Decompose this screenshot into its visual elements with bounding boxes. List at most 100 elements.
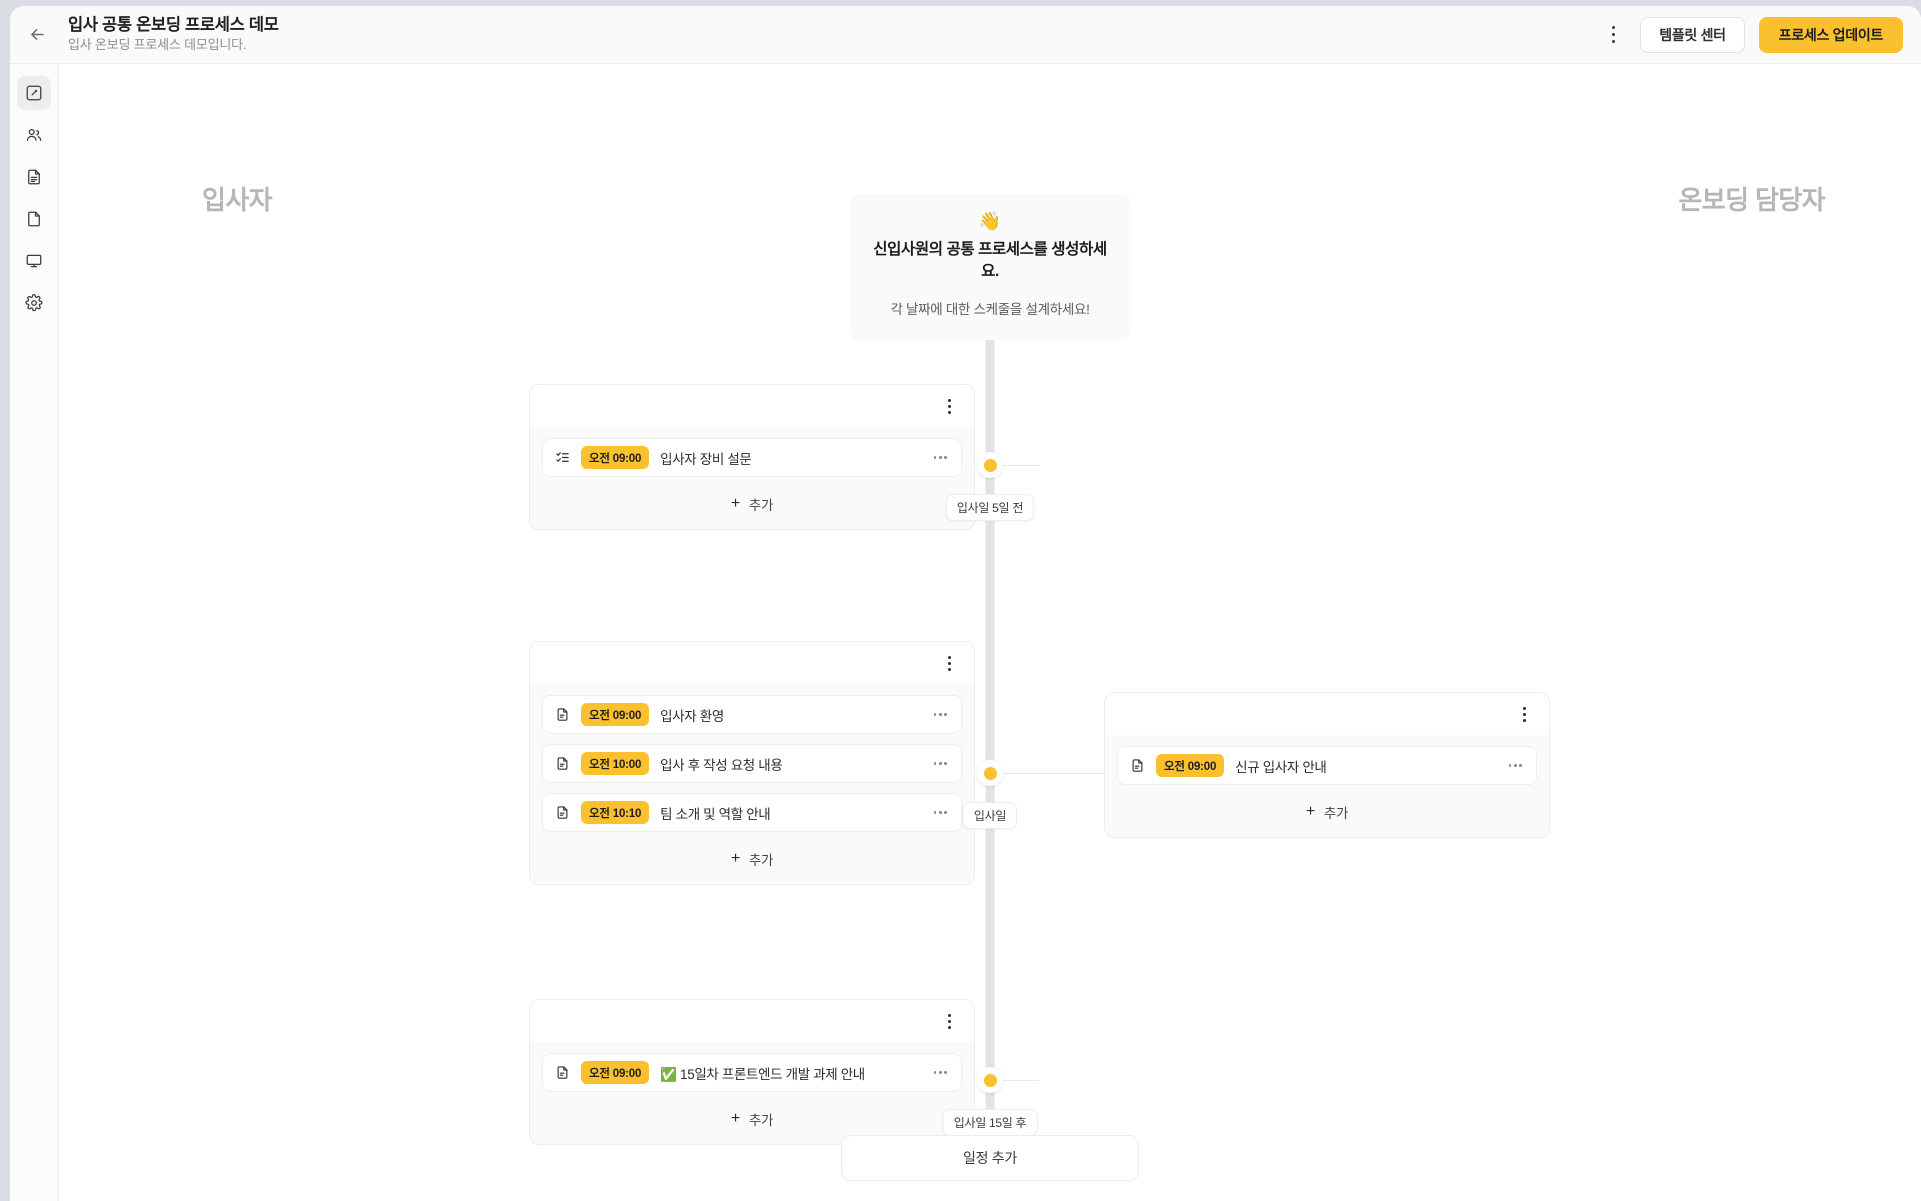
task-title: 신규 입사자 안내: [1235, 759, 1327, 775]
card-menu-icon[interactable]: [938, 650, 960, 676]
task-title: 입사자 환영: [660, 708, 724, 724]
card-body: 오전 09:00 입사자 장비 설문 + 추가: [530, 427, 974, 529]
pencil-square-icon: [25, 84, 43, 102]
card-header: [530, 385, 974, 427]
task-card: 오전 09:00 입사자 환영 오전 10:00 입사 후 작성 요청 내용: [529, 641, 975, 885]
kebab-menu-icon[interactable]: [1600, 20, 1626, 50]
add-task-label: 추가: [748, 853, 774, 868]
timeline-node[interactable]: [977, 452, 1003, 478]
timeline-node-label[interactable]: 입사일 5일 전: [945, 494, 1035, 521]
add-task-label: 추가: [748, 498, 774, 513]
plus-icon: +: [730, 850, 740, 867]
title-block: 입사 공통 온보딩 프로세스 데모 입사 온보딩 프로세스 데모입니다.: [68, 16, 279, 53]
timeline-connector: [977, 465, 1039, 466]
task-title: ✅ 15일차 프론트엔드 개발 과제 안내: [660, 1066, 865, 1082]
timeline-connector: [977, 773, 1039, 774]
task-time-badge: 오전 09:00: [1156, 754, 1225, 777]
document-icon: [554, 706, 571, 723]
card-body: 오전 09:00 입사자 환영 오전 10:00 입사 후 작성 요청 내용: [530, 684, 974, 884]
add-task-button[interactable]: + 추가: [542, 1102, 962, 1136]
sidebar: [10, 64, 59, 1201]
task-time-badge: 오전 10:10: [581, 801, 650, 824]
monitor-icon: [25, 252, 43, 270]
document-icon: [554, 755, 571, 772]
task-row[interactable]: 오전 09:00 입사자 장비 설문: [542, 438, 962, 477]
plus-icon: +: [730, 1110, 740, 1127]
app-window: 입사 공통 온보딩 프로세스 데모 입사 온보딩 프로세스 데모입니다. 템플릿…: [10, 6, 1921, 1201]
task-time-badge: 오전 10:00: [581, 752, 650, 775]
timeline-track: [985, 334, 995, 1123]
add-task-label: 추가: [748, 1113, 774, 1128]
process-update-button[interactable]: 프로세스 업데이트: [1758, 16, 1903, 53]
body-row: 입사자 온보딩 담당자 👋 신입사원의 공통 프로세스를 생성하세요. 각 날짜…: [10, 64, 1921, 1201]
column-label-left: 입사자: [202, 185, 273, 215]
timeline-node-label[interactable]: 입사일 15일 후: [942, 1109, 1038, 1136]
card-menu-icon[interactable]: [938, 393, 960, 419]
sidebar-item-editor[interactable]: [17, 76, 51, 110]
task-more-icon[interactable]: [931, 451, 950, 464]
sidebar-item-monitor[interactable]: [17, 244, 51, 278]
plus-icon: +: [730, 495, 740, 512]
document-icon: [554, 1064, 571, 1081]
add-task-button[interactable]: + 추가: [1117, 795, 1537, 829]
document-text-icon: [25, 168, 43, 186]
intro-title: 신입사원의 공통 프로세스를 생성하세요.: [873, 241, 1107, 281]
task-title: 입사자 장비 설문: [660, 451, 752, 467]
task-time-badge: 오전 09:00: [581, 1061, 650, 1084]
card-menu-icon[interactable]: [938, 1008, 960, 1034]
add-task-button[interactable]: + 추가: [542, 842, 962, 876]
task-row[interactable]: 오전 10:00 입사 후 작성 요청 내용: [542, 744, 962, 783]
card-body: 오전 09:00 신규 입사자 안내 + 추가: [1105, 735, 1549, 837]
page-title: 입사 공통 온보딩 프로세스 데모: [68, 16, 279, 35]
plus-icon: +: [1305, 803, 1315, 820]
task-more-icon[interactable]: [931, 757, 950, 770]
top-bar: 입사 공통 온보딩 프로세스 데모 입사 온보딩 프로세스 데모입니다. 템플릿…: [10, 6, 1921, 64]
gear-icon: [25, 294, 43, 312]
card-menu-icon[interactable]: [1513, 701, 1535, 727]
task-more-icon[interactable]: [1506, 759, 1525, 772]
card-header: [530, 1000, 974, 1042]
add-task-label: 추가: [1323, 806, 1349, 821]
task-more-icon[interactable]: [931, 806, 950, 819]
task-more-icon[interactable]: [931, 708, 950, 721]
timeline-node-label[interactable]: 입사일: [962, 802, 1018, 829]
back-arrow-icon[interactable]: [20, 18, 54, 52]
task-row[interactable]: 오전 10:10 팀 소개 및 역할 안내: [542, 793, 962, 832]
document-icon: [554, 804, 571, 821]
template-center-button[interactable]: 템플릿 센터: [1640, 16, 1745, 53]
page-subtitle: 입사 온보딩 프로세스 데모입니다.: [68, 37, 247, 53]
task-time-badge: 오전 09:00: [581, 446, 650, 469]
task-title: 입사 후 작성 요청 내용: [660, 757, 783, 773]
process-canvas: 입사자 온보딩 담당자 👋 신입사원의 공통 프로세스를 생성하세요. 각 날짜…: [59, 64, 1921, 1201]
users-icon: [25, 126, 43, 144]
task-card: 오전 09:00 입사자 장비 설문 + 추가: [529, 384, 975, 530]
add-task-button[interactable]: + 추가: [542, 487, 962, 521]
task-row[interactable]: 오전 09:00 ✅ 15일차 프론트엔드 개발 과제 안내: [542, 1053, 962, 1092]
intro-card: 👋 신입사원의 공통 프로세스를 생성하세요. 각 날짜에 대한 스케줄을 설계…: [849, 194, 1131, 340]
sidebar-item-file[interactable]: [17, 202, 51, 236]
sidebar-item-members[interactable]: [17, 118, 51, 152]
card-header: [530, 642, 974, 684]
intro-subtitle: 각 날짜에 대한 스케줄을 설계하세요!: [890, 301, 1090, 317]
task-row[interactable]: 오전 09:00 입사자 환영: [542, 695, 962, 734]
timeline-connector: [1021, 773, 1104, 774]
task-time-badge: 오전 09:00: [581, 703, 650, 726]
add-schedule-button[interactable]: 일정 추가: [841, 1135, 1139, 1181]
timeline-node[interactable]: [977, 1067, 1003, 1093]
timeline-connector: [977, 1080, 1039, 1081]
document-icon: [1129, 757, 1146, 774]
timeline-node[interactable]: [977, 760, 1003, 786]
checklist-icon: [554, 449, 571, 466]
task-row[interactable]: 오전 09:00 신규 입사자 안내: [1117, 746, 1537, 785]
file-icon: [25, 210, 43, 228]
card-header: [1105, 693, 1549, 735]
task-card: 오전 09:00 신규 입사자 안내 + 추가: [1104, 692, 1550, 838]
task-card: 오전 09:00 ✅ 15일차 프론트엔드 개발 과제 안내 + 추가: [529, 999, 975, 1145]
card-body: 오전 09:00 ✅ 15일차 프론트엔드 개발 과제 안내 + 추가: [530, 1042, 974, 1144]
top-bar-actions: 템플릿 센터 프로세스 업데이트: [1600, 16, 1903, 53]
sidebar-item-document-text[interactable]: [17, 160, 51, 194]
wave-emoji-icon: 👋: [978, 211, 1002, 231]
task-title: 팀 소개 및 역할 안내: [660, 806, 771, 822]
task-more-icon[interactable]: [931, 1066, 950, 1079]
sidebar-item-settings[interactable]: [17, 286, 51, 320]
